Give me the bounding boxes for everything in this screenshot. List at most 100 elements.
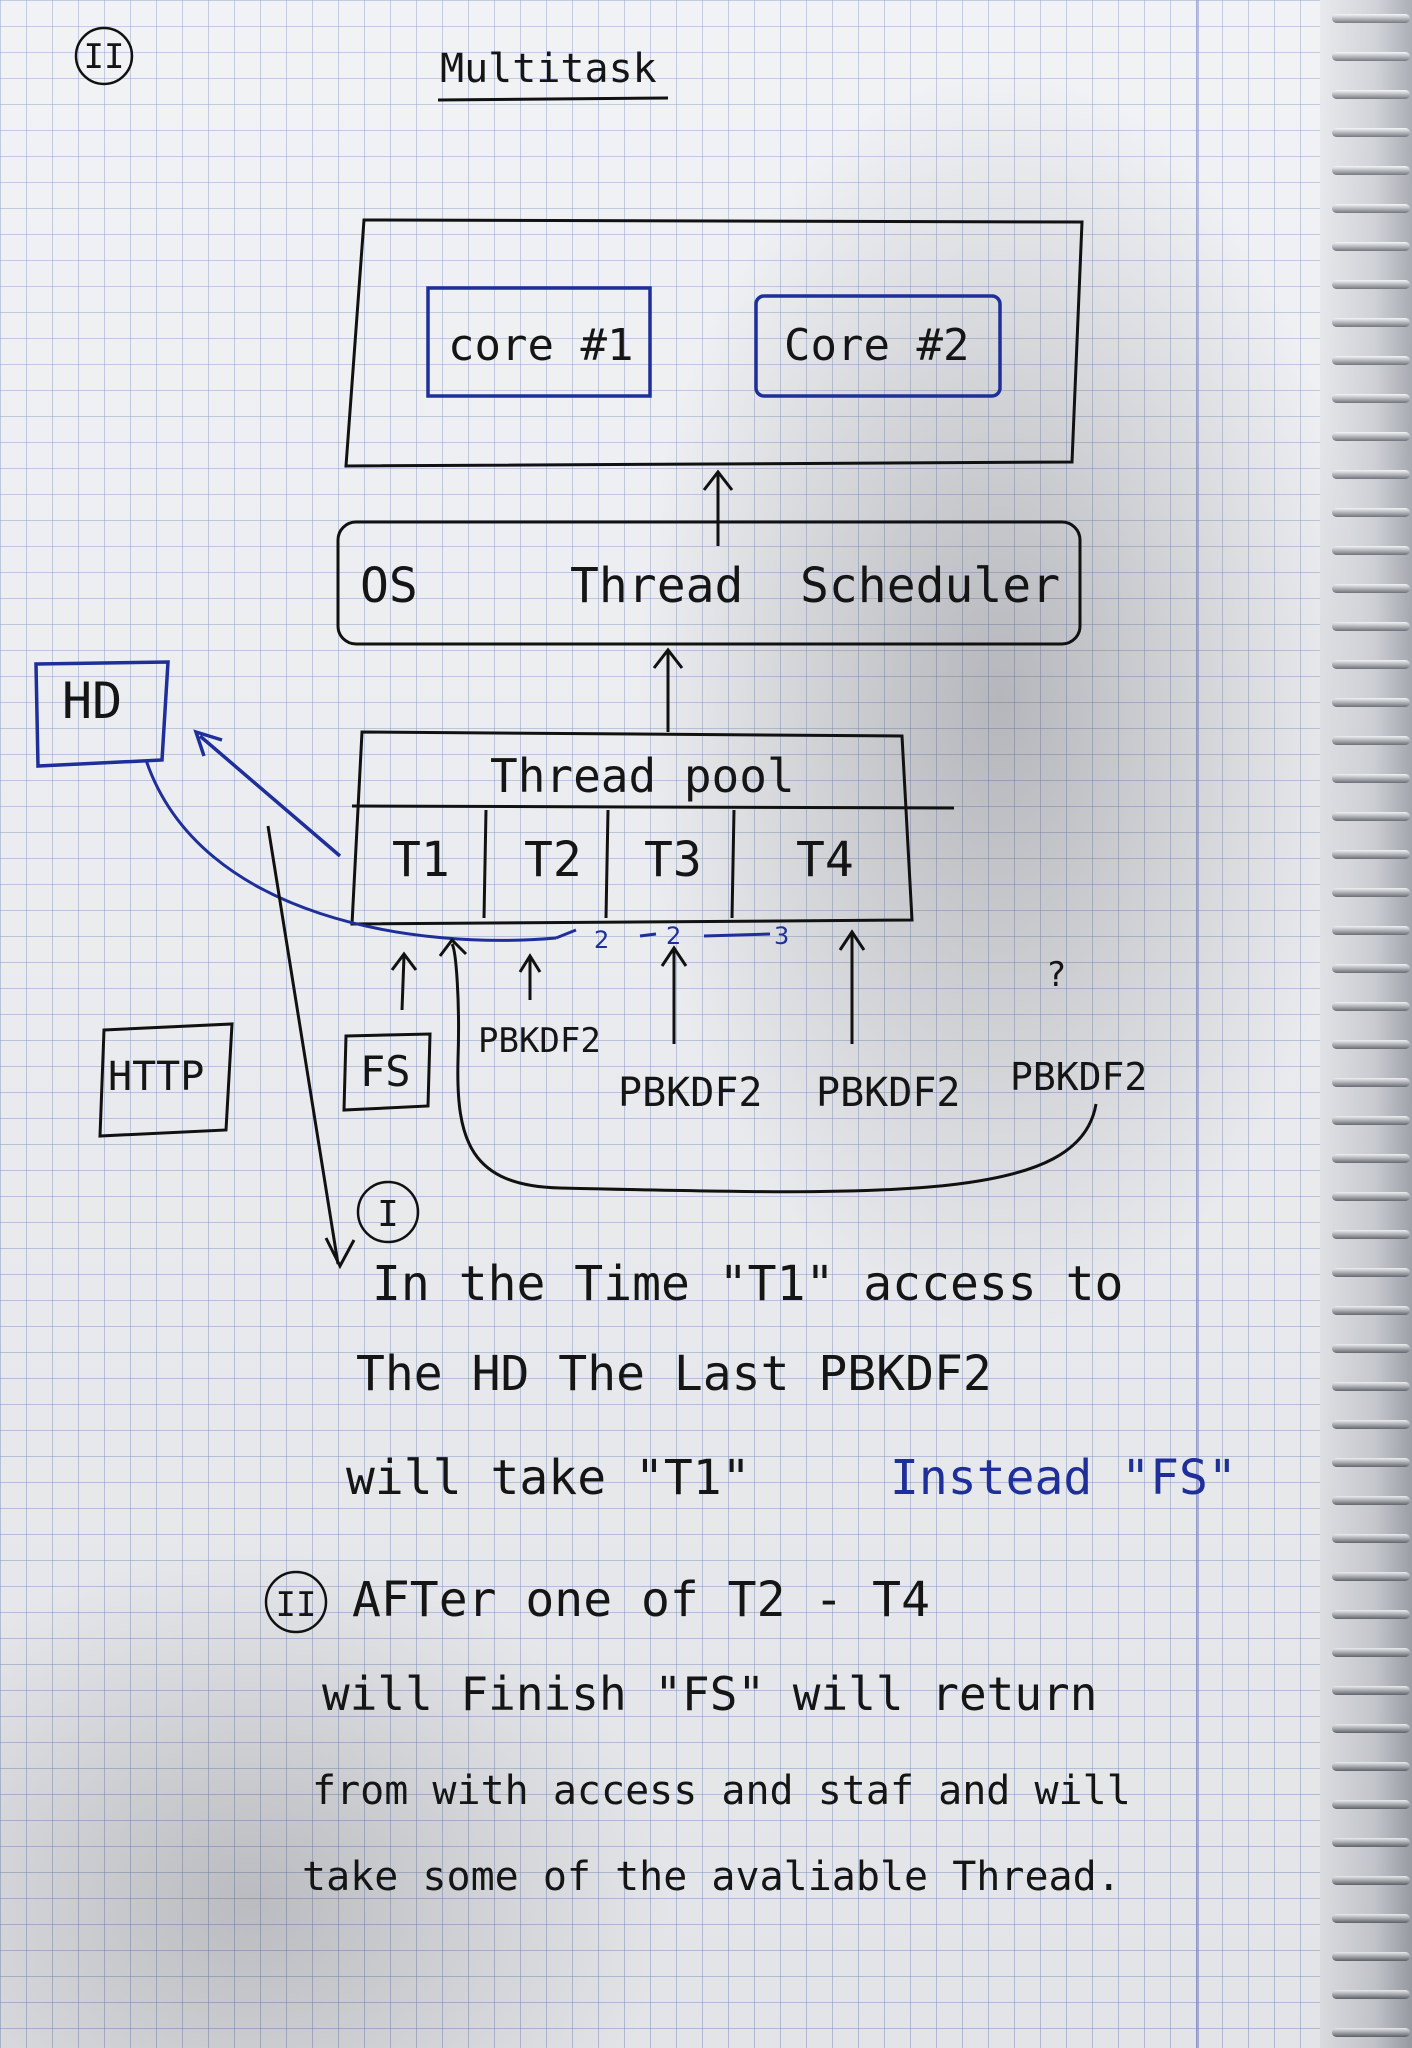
spiral-coil [1332,2028,1410,2037]
order-arrows [639,932,771,938]
spiral-coil [1332,850,1410,859]
spiral-coil [1332,1268,1410,1277]
http-box [98,1022,234,1138]
hd-label: HD [62,672,122,730]
note-2-line-1: AFTer one of T2 - T4 [352,1572,930,1628]
spiral-coil [1332,698,1410,707]
spiral-coil [1332,1420,1410,1429]
spiral-coil [1332,1078,1410,1087]
spiral-coil [1332,1382,1410,1391]
arrow-to-scheduler-head [652,647,684,669]
page-title: Multitask [440,46,657,92]
arrow-t1-to-hd-head [193,729,223,757]
spiral-coil [1332,52,1410,61]
arrow-fs-to-t1 [400,955,406,1011]
thread-pool-box [350,730,914,926]
note-2-line-2: will Finish "FS" will return [322,1667,1097,1721]
spiral-coil [1332,1230,1410,1239]
spiral-coil [1332,1002,1410,1011]
order-mark-2: 2 [666,922,681,950]
spiral-coil [1332,204,1410,213]
spiral-coil [1332,1762,1410,1771]
page-marker-circle [74,26,134,86]
fs-box [342,1032,432,1112]
arrow-fs-to-t1-head [390,951,418,971]
spiral-coil [1332,166,1410,175]
spiral-coil [1332,736,1410,745]
thread-divider-3 [730,809,736,919]
loop-last-task-to-t1 [450,943,1098,1194]
thread-t1: T1 [392,832,450,888]
spiral-binding [1320,0,1412,2048]
scheduler-box [336,520,1082,646]
spiral-coil [1332,622,1410,631]
curve-hd-to-threads [144,759,557,942]
spiral-coil [1332,1838,1410,1847]
spiral-coil [1332,1648,1410,1657]
task-label-4: PBKDF2 [1010,1055,1147,1099]
spiral-coil [1332,1952,1410,1961]
thread-divider-2 [604,809,610,919]
spiral-coil [1332,318,1410,327]
hd-box [34,660,170,768]
spiral-coil [1332,1192,1410,1201]
spiral-coil [1332,1724,1410,1733]
task-label-1: PBKDF2 [478,1021,601,1061]
note-2-line-3: from with access and staf and will [312,1768,1131,1814]
spiral-coil [1332,242,1410,251]
spiral-coil [1332,1990,1410,1999]
spiral-coil [1332,1040,1410,1049]
spiral-coil [1332,1306,1410,1315]
spiral-coil [1332,888,1410,897]
core-1-box [426,286,652,398]
question-mark: ? [1046,955,1066,995]
arrow-task2-head [660,945,688,967]
spiral-coil [1332,1800,1410,1809]
spiral-coil [1332,964,1410,973]
spiral-coil [1332,1458,1410,1467]
title-underline [437,96,669,102]
spiral-coil [1332,280,1410,289]
thread-divider-1 [482,809,488,919]
note-2-marker: II [276,1585,317,1625]
core-2-box [754,294,1002,398]
spiral-coil [1332,128,1410,137]
note-2-marker-circle [264,1570,328,1634]
thread-t3: T3 [644,832,702,888]
note-1-marker: I [377,1194,399,1235]
note-1-line-1: In the Time "T1" access to [372,1256,1123,1312]
spiral-coil [1332,774,1410,783]
http-label: HTTP [108,1054,204,1100]
line-to-note-1 [266,825,340,1265]
note-2-line-4: take some of the avaliable Thread. [302,1854,1121,1900]
spiral-coil [1332,926,1410,935]
note-1-line-2: The HD The Last PBKDF2 [356,1346,992,1402]
spiral-coil [1332,394,1410,403]
spiral-coil [1332,470,1410,479]
line-to-note-1-head [324,1237,356,1270]
core-1-label: core #1 [448,320,633,371]
arrow-to-cpu-head [702,469,734,491]
margin-line [1196,0,1199,2048]
core-2-label: Core #2 [784,320,969,371]
spiral-coil [1332,660,1410,669]
spiral-coil [1332,1914,1410,1923]
spiral-coil [1332,508,1410,517]
thread-pool-divider [351,804,955,810]
scheduler-scheduler-label: Scheduler [800,558,1060,614]
spiral-coil [1332,1154,1410,1163]
arrow-task3-head [838,929,866,951]
thread-t4: T4 [796,832,854,888]
spiral-coil [1332,356,1410,365]
thread-t2: T2 [524,832,582,888]
spiral-coil [1332,1116,1410,1125]
arrow-task1-head [518,953,542,973]
thread-pool-label: Thread pool [490,749,795,803]
note-1-marker-circle [356,1180,420,1244]
spiral-coil [1332,584,1410,593]
spiral-coil [1332,14,1410,23]
spiral-coil [1332,1686,1410,1695]
spiral-coil [1332,812,1410,821]
